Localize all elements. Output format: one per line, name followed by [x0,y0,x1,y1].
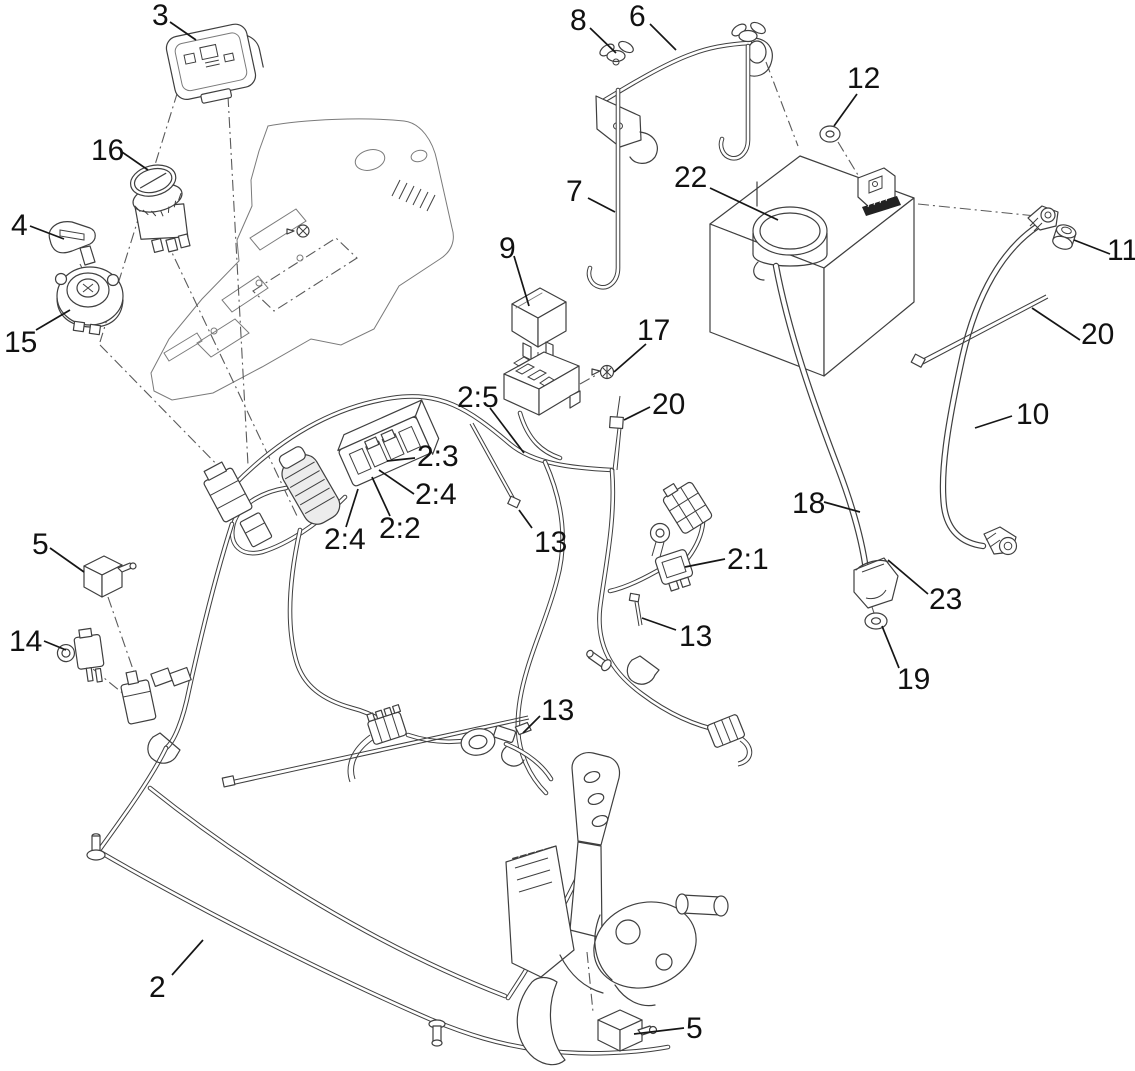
callout-8: 8 [570,4,587,37]
round-connector [460,728,496,756]
connector-2-1-cluster [649,481,713,592]
j-bolt [586,43,751,290]
ignition-switch [129,164,191,253]
connector-pair [150,666,192,688]
harness-clip [147,655,660,767]
callout-2-4-lower: 2:4 [324,523,366,556]
callout-2-2: 2:2 [379,512,421,545]
control-module [165,23,264,104]
battery-cable-negative [939,205,1077,556]
battery-label-sticker [862,195,901,216]
lever-connector [706,714,746,748]
pto-switch [54,266,124,336]
screw [591,364,615,380]
harness-small-connector [239,512,273,548]
callout-10: 10 [1016,398,1050,431]
leader-lines [29,21,1111,1035]
ring-terminal-top [1027,205,1059,232]
callout-3: 3 [152,0,169,32]
callout-4: 4 [11,209,28,242]
four-pin-connector [366,704,407,745]
callout-13-middle: 13 [679,620,713,653]
callout-7: 7 [566,175,583,208]
callout-5-bottom: 5 [686,1012,703,1045]
inline-fuse-holder [120,670,157,725]
callout-16: 16 [91,134,125,167]
interlock-switch-left [83,555,137,598]
brake-lever-assembly [505,752,729,1066]
cable-tie-upper-13 [469,422,521,509]
callout-2-3: 2:3 [417,440,459,473]
callout-11: 11 [1107,234,1135,267]
cable-tie-mid-13 [628,592,643,627]
fuse-block [337,399,440,487]
callout-15: 15 [4,326,38,359]
terminal-boot [853,557,899,609]
sensor-14 [56,627,105,683]
relay-socket [503,351,581,416]
callout-6: 6 [629,0,646,33]
callout-13-upper: 13 [534,526,568,559]
cable-tie-middle-20 [608,395,624,471]
callout-9: 9 [499,232,516,265]
relay [511,287,567,361]
terminal-bolt [1052,224,1077,250]
callout-5-left: 5 [32,528,49,561]
cable-tie-right-20 [910,294,1049,368]
battery-cable-positive [772,262,899,630]
callout-19: 19 [897,663,931,696]
callout-23: 23 [929,583,963,616]
callout-20-middle: 20 [652,388,686,421]
callout-2-1: 2:1 [727,543,769,576]
callout-13-long: 13 [541,694,575,727]
callout-2-4-upper: 2:4 [415,478,457,511]
callout-2: 2 [149,971,166,1004]
flag-clip [493,721,532,743]
harness-plug-connector [203,461,253,523]
callout-22: 22 [674,161,708,194]
console-panel [150,118,454,401]
callout-2-5: 2:5 [457,381,499,414]
battery [709,155,915,377]
callout-17: 17 [637,314,671,347]
battery-terminal-cover [752,206,828,281]
callout-20-right: 20 [1081,318,1115,351]
washer-small [864,612,888,630]
interlock-switch-bottom [597,1009,658,1052]
callout-14: 14 [9,625,43,658]
key [48,221,96,266]
ring-terminal-bottom [983,526,1018,556]
callout-18: 18 [792,487,826,520]
callout-12: 12 [847,62,881,95]
harness-stud-mount [86,649,612,1047]
harness-main-connector [278,446,341,525]
panel-screw-icon [286,224,310,238]
panel-hatch-strip [391,179,436,212]
washer [819,125,841,143]
